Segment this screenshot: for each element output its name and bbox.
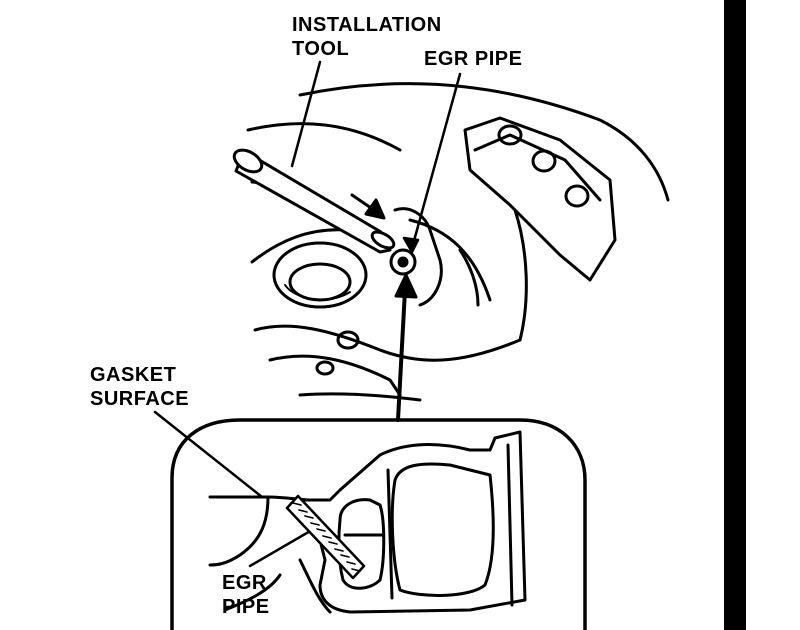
installation-tool-label-line2: TOOL — [292, 38, 350, 60]
section-inset — [170, 418, 587, 630]
cylinder-head-drawing — [246, 82, 670, 402]
inset-left-lower — [223, 573, 282, 612]
head-top-edge — [246, 122, 402, 152]
egr-boss — [393, 207, 443, 307]
block-hole — [531, 149, 557, 173]
gasket-surface-label-line1: GASKET — [90, 364, 177, 386]
inset-passage-inner-right — [390, 462, 495, 597]
push-arrow — [350, 193, 386, 220]
head-left-ridge — [250, 228, 347, 264]
port-opening — [272, 241, 368, 309]
egr-pipe-section — [285, 494, 366, 580]
leader-egr-pipe-bottom — [248, 528, 314, 568]
head-bottom-line — [298, 392, 422, 402]
inset-right-wall — [506, 443, 514, 607]
inset-frame — [170, 418, 587, 630]
detail-arrow — [394, 273, 418, 422]
installation-tool-label-line1: INSTALLATION — [292, 14, 442, 36]
egr-boss-inner — [458, 248, 480, 307]
inset-passage-inner-left — [337, 498, 386, 590]
block-hole — [497, 124, 523, 146]
upper-right-block-edge — [473, 133, 602, 202]
port-shadow — [284, 284, 351, 301]
egr-pipe-bottom-label-line1: EGR — [222, 572, 267, 594]
leader-installation-tool — [290, 60, 322, 168]
upper-right-block — [463, 116, 617, 282]
leader-egr-pipe-top — [410, 72, 462, 250]
block-hole — [564, 184, 590, 208]
head-right-rim — [408, 218, 492, 302]
installation-tool — [232, 148, 396, 254]
tool-end-cap — [232, 148, 264, 174]
bolt-hole — [315, 360, 335, 376]
tool-body — [234, 149, 392, 254]
egr-pipe-bottom-label-line2: PIPE — [222, 596, 270, 618]
head-right-wall — [513, 208, 528, 342]
head-lower-edge — [253, 324, 522, 362]
inset-divider — [386, 468, 394, 600]
inset-passage-outer — [298, 430, 527, 614]
head-outer-arc — [298, 82, 670, 202]
bolt-hole — [336, 330, 360, 350]
leader-lines — [153, 60, 462, 568]
page-edge-bar — [724, 0, 746, 630]
inset-left-body — [208, 495, 270, 567]
egr-pipe-bore — [397, 256, 409, 268]
leader-gasket-surface — [153, 410, 264, 499]
tool-tip — [370, 230, 396, 250]
inset-lower-body — [298, 558, 332, 614]
egr-pipe-top-label: EGR PIPE — [424, 48, 523, 70]
leader-egr-pipe-arrowhead — [402, 236, 420, 254]
head-lower-ridge — [268, 354, 402, 397]
gasket-surface-label-line2: SURFACE — [90, 388, 190, 410]
egr-pipe-installed — [389, 248, 417, 276]
